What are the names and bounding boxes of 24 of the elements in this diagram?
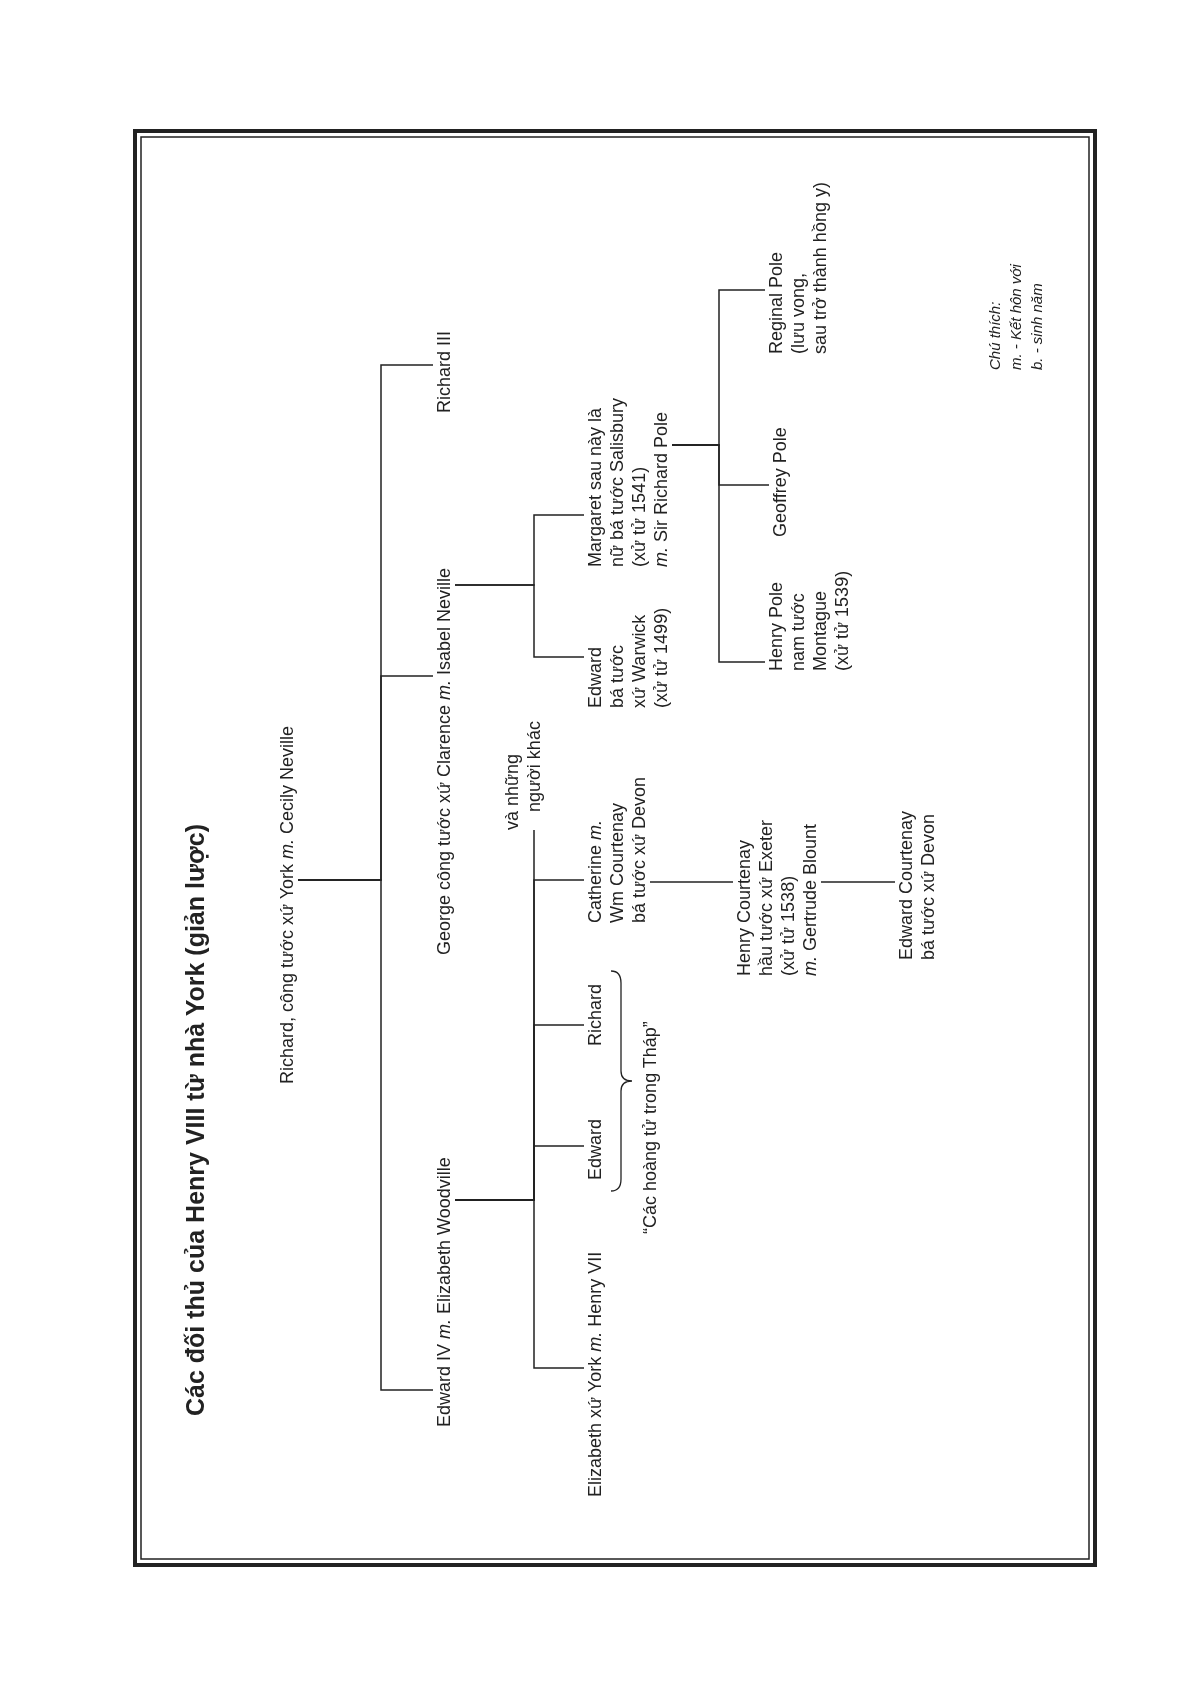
group-note: “Các hoàng tử trong Tháp” bbox=[639, 1021, 661, 1234]
person-name: Reginal Pole (lưu vong, sau trở thành hồng y) bbox=[765, 182, 831, 354]
person-name: Edward IV m. Elizabeth Woodville bbox=[433, 1157, 455, 1427]
person-name: Richard, công tước xứ York m. Cecily Neville bbox=[276, 725, 298, 1084]
family-tree-line bbox=[297, 364, 434, 881]
diagram-title: Các đối thủ của Henry VIII từ nhà York (giản lược) bbox=[181, 823, 210, 1416]
person-name: Elizabeth xứ York m. Henry VII bbox=[584, 1251, 606, 1497]
person-name: Richard III bbox=[433, 330, 455, 413]
person-name: và những người khác bbox=[501, 721, 545, 830]
family-tree-line bbox=[671, 289, 766, 446]
person-name: Edward bá tước xứ Warwick (xử tử 1499) bbox=[584, 607, 672, 708]
person-name: Geoffrey Pole bbox=[769, 427, 791, 537]
legend-entry: m. - Kết hôn với bbox=[1006, 264, 1025, 370]
person-name: Henry Pole nam tước Montague (xử tử 1539) bbox=[765, 570, 853, 671]
person-name: Richard bbox=[584, 983, 606, 1046]
family-tree-line bbox=[649, 881, 734, 883]
person-name: Edward bbox=[584, 1118, 606, 1180]
person-name: Edward Courtenay bá tước xứ Devon bbox=[895, 810, 939, 960]
legend-entry: b. - sinh năm bbox=[1027, 283, 1046, 370]
family-tree-line bbox=[454, 514, 585, 586]
person-name: George công tước xứ Clarence m. Isabel Neville bbox=[433, 567, 455, 955]
legend-heading: Chú thích: bbox=[985, 301, 1004, 370]
family-tree-line bbox=[454, 829, 535, 1201]
family-tree-line bbox=[820, 881, 896, 883]
